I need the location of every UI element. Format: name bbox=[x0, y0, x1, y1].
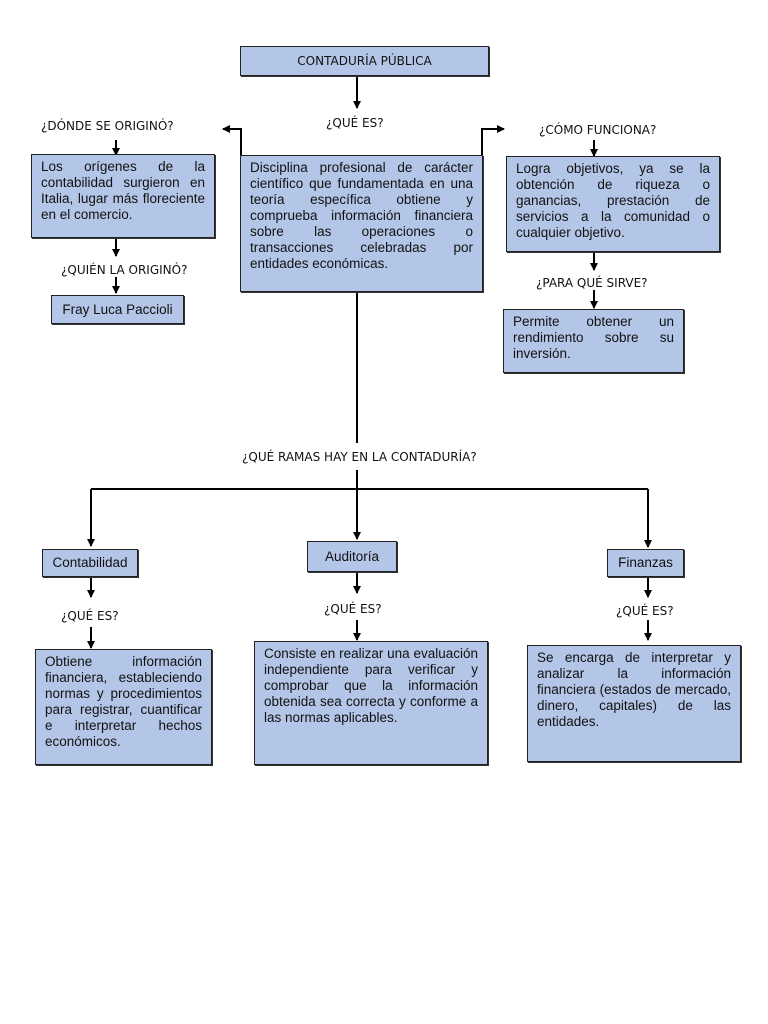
title-text: CONTADURÍA PÚBLICA bbox=[297, 54, 432, 68]
definition-question: ¿QUÉ ES? bbox=[326, 116, 384, 130]
origin-question: ¿DÓNDE SE ORIGINÓ? bbox=[41, 119, 174, 133]
originator-text: Fray Luca Paccioli bbox=[62, 301, 173, 317]
branch-auditoria-label: Auditoría bbox=[324, 548, 380, 564]
branch-auditoria-question: ¿QUÉ ES? bbox=[324, 602, 382, 616]
branch-contabilidad-question: ¿QUÉ ES? bbox=[61, 609, 119, 623]
branch-finanzas-label: Finanzas bbox=[618, 555, 673, 570]
branch-finanzas-definition: Se encarga de interpretar y analizar la … bbox=[527, 645, 741, 762]
branch-auditoria-definition: Consiste en realizar una evaluación inde… bbox=[254, 641, 488, 765]
origin-box: Los orígenes de la contabilidad surgiero… bbox=[31, 154, 215, 238]
branch-finanzas-box: Finanzas bbox=[607, 549, 684, 577]
functioning-question: ¿CÓMO FUNCIONA? bbox=[539, 123, 657, 137]
branches-question: ¿QUÉ RAMAS HAY EN LA CONTADURÍA? bbox=[242, 450, 477, 464]
purpose-box: Permite obtener un rendimiento sobre su … bbox=[503, 309, 684, 373]
connector-to-origin bbox=[222, 125, 242, 156]
branch-contabilidad-label: Contabilidad bbox=[52, 555, 128, 570]
branch-finanzas-question: ¿QUÉ ES? bbox=[616, 604, 674, 618]
title-box: CONTADURÍA PÚBLICA bbox=[240, 46, 489, 76]
definition-box: Disciplina profesional de carácter cient… bbox=[240, 155, 483, 292]
functioning-box: Logra objetivos, ya se la obtención de r… bbox=[506, 156, 720, 252]
branch-auditoria-box: Auditoría bbox=[307, 541, 397, 572]
originator-box: Fray Luca Paccioli bbox=[51, 295, 184, 324]
originator-question: ¿QUIÉN LA ORIGINÓ? bbox=[61, 263, 188, 277]
purpose-question: ¿PARA QUÉ SIRVE? bbox=[536, 276, 648, 290]
branch-contabilidad-definition: Obtiene información financiera, establec… bbox=[35, 649, 212, 765]
connector-to-functioning bbox=[481, 125, 505, 156]
branch-contabilidad-box: Contabilidad bbox=[42, 549, 138, 577]
